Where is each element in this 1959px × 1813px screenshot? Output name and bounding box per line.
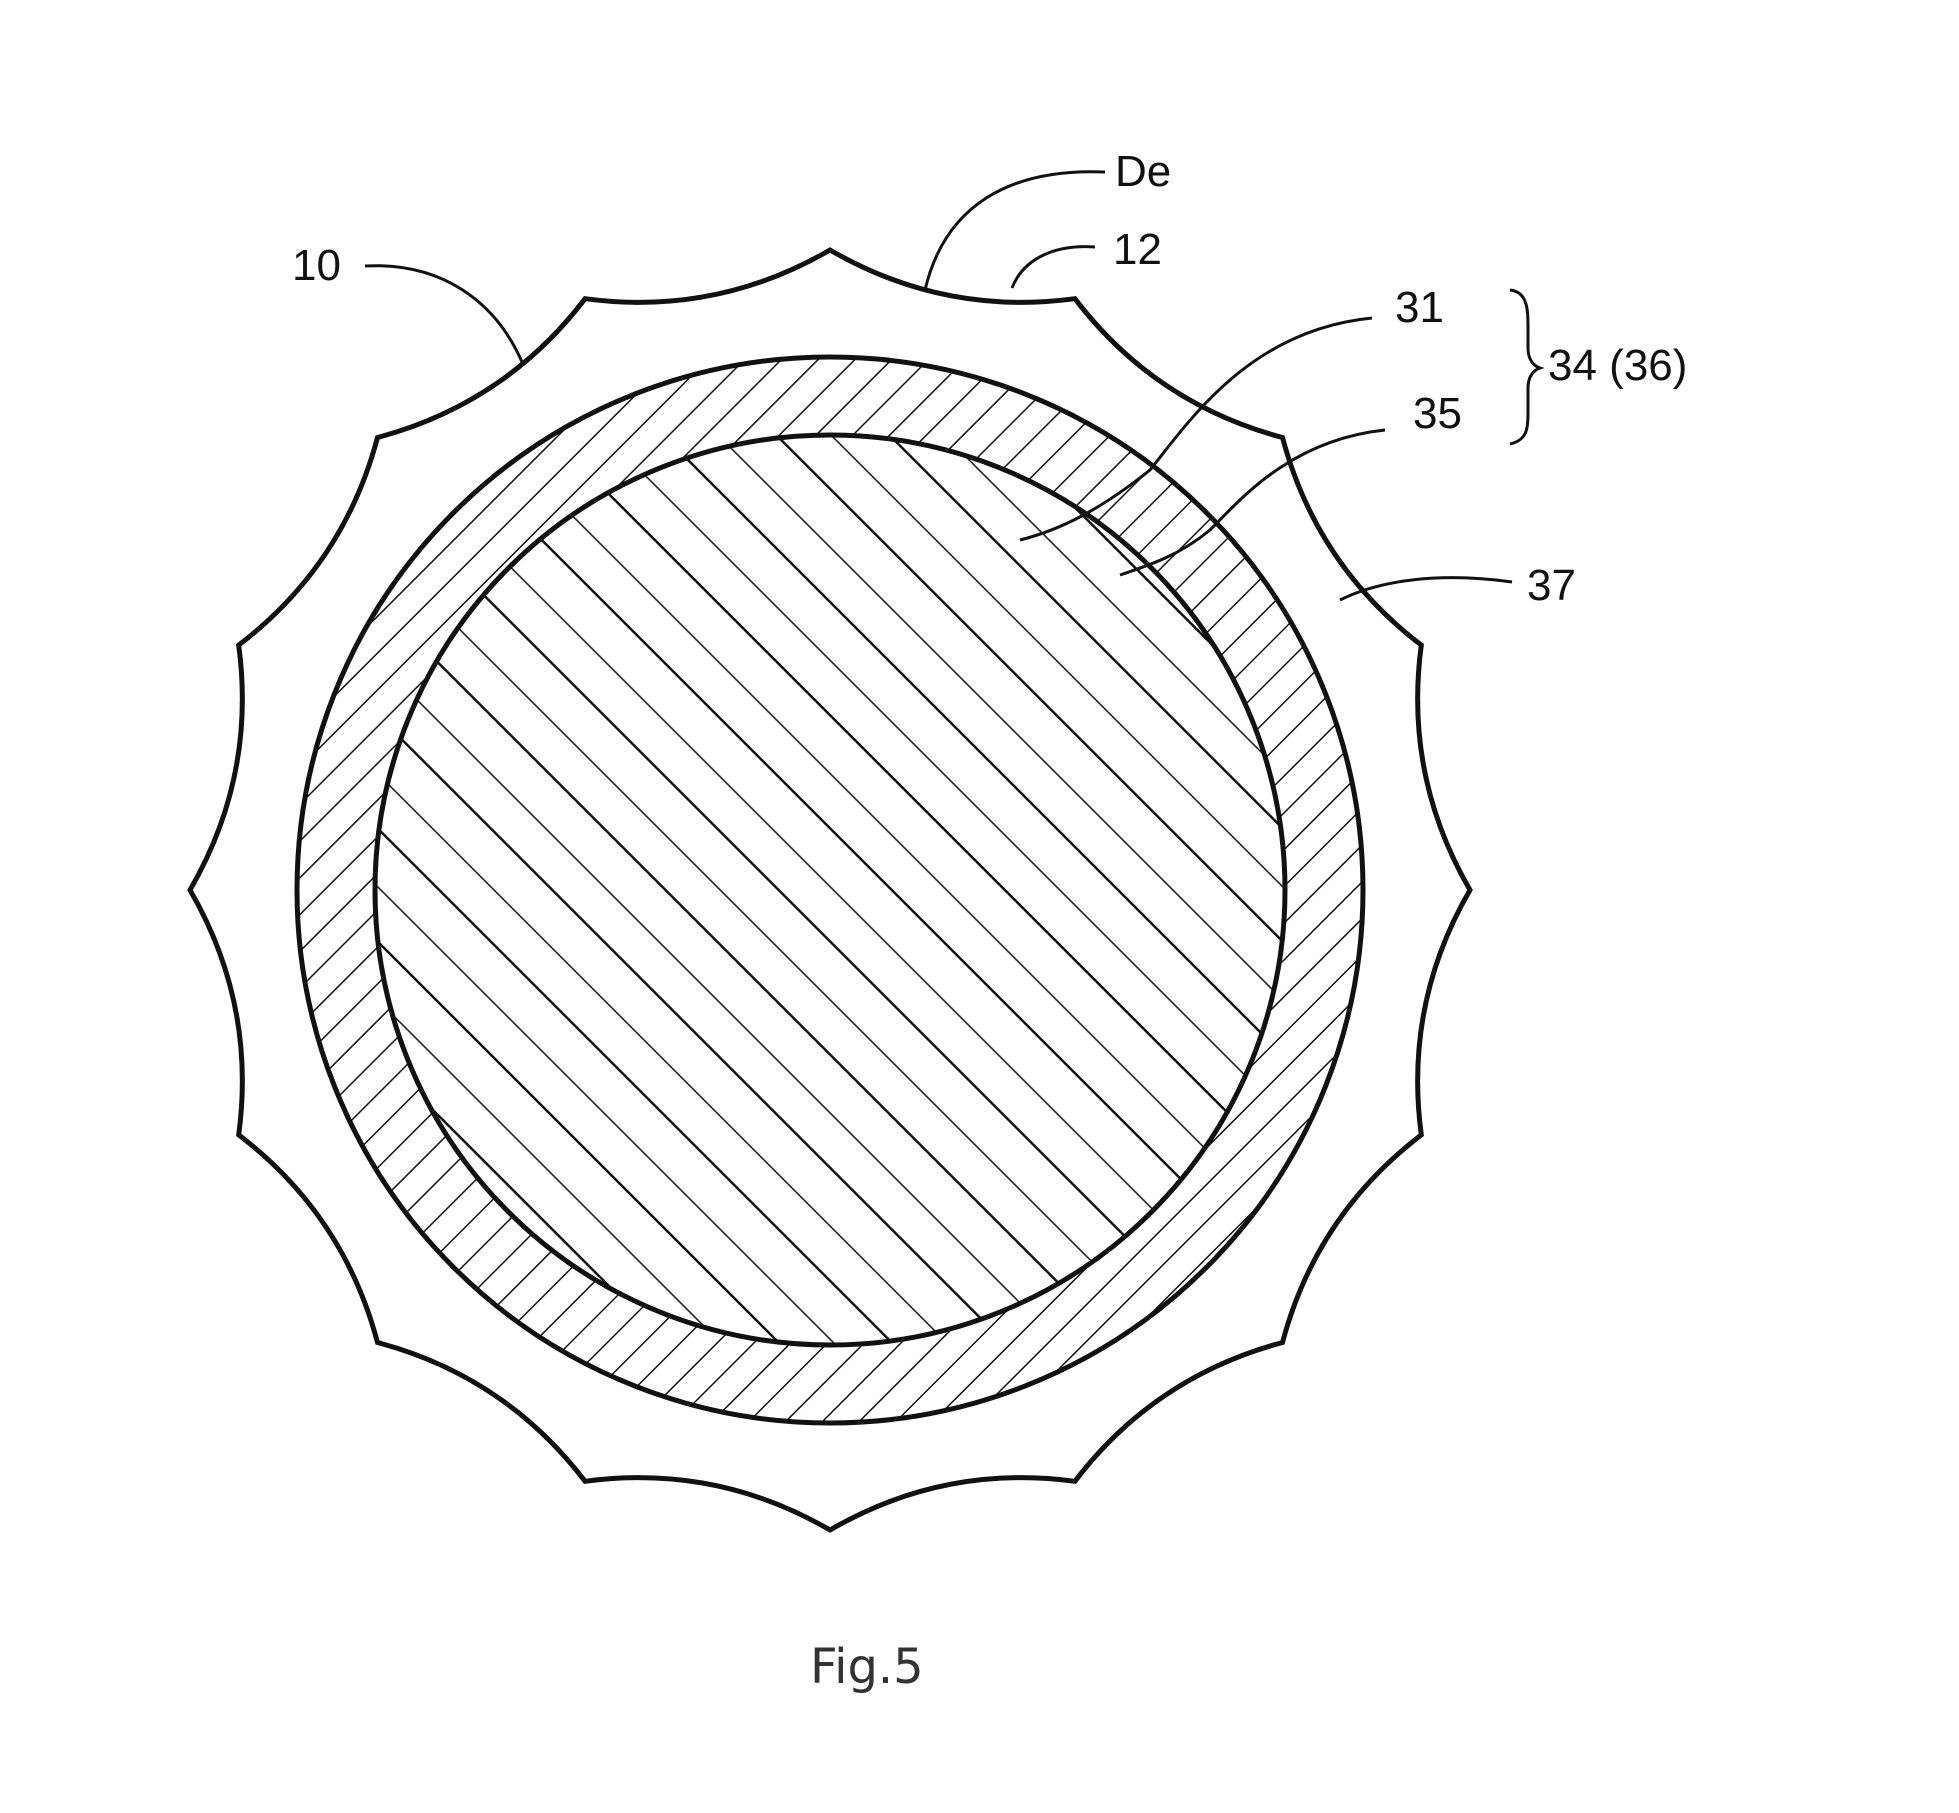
label-31: 31 (1395, 283, 1444, 332)
leader-10 (365, 266, 522, 362)
label-de: De (1115, 147, 1171, 196)
core-31 (375, 435, 1285, 1345)
label-10: 10 (292, 241, 341, 290)
brace-34 (1510, 290, 1540, 444)
figure-caption: Fig.5 (810, 1639, 924, 1695)
label-34-36: 34 (36) (1548, 341, 1687, 390)
leader-12 (1012, 247, 1095, 288)
label-12: 12 (1113, 225, 1162, 274)
leader-de (925, 172, 1105, 290)
label-35: 35 (1413, 389, 1462, 438)
label-37: 37 (1527, 561, 1576, 610)
